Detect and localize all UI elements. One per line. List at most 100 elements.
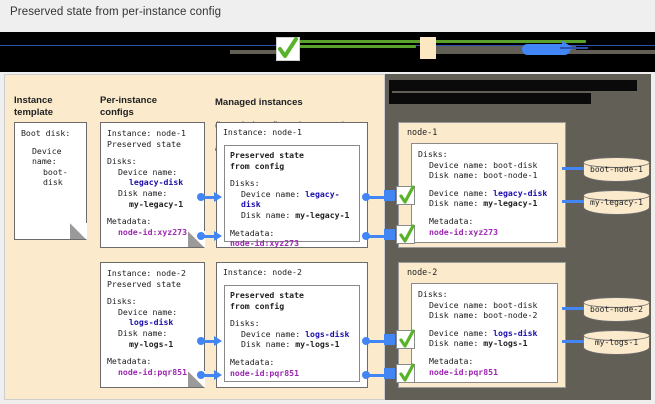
- disk-name-label: Disk name:: [241, 339, 296, 350]
- per-instance-config-body-2: Instance: node-2 Preserved state Disks: …: [101, 263, 204, 382]
- device-name-line: Device name: legacy-disk: [230, 189, 354, 210]
- boot-disk-label: Boot disk:: [21, 128, 71, 138]
- connector-arrowhead-config1-disk: [214, 192, 222, 202]
- node-name: node-1: [407, 127, 438, 137]
- cylinder-top: [583, 330, 650, 341]
- cylinder-top: [583, 157, 650, 168]
- disk-name-value: my-legacy-1: [129, 198, 184, 209]
- metadata-label: Metadata:: [230, 356, 275, 367]
- connector-line-mi1-metadata: [366, 234, 386, 238]
- page-fold-icon: [70, 223, 87, 240]
- preserved-state-line2: from config: [230, 300, 285, 311]
- boot-device-value: boot-disk: [493, 299, 538, 310]
- per-instance-config-body-1: Instance: node-1 Preserved state Disks: …: [101, 123, 204, 242]
- legend-blue-arrow-icon: [522, 44, 570, 55]
- device-name-value: logs-disk: [305, 328, 350, 339]
- spacer: [107, 289, 198, 296]
- instance-template-card: Boot disk: Device name: boot-disk: [14, 122, 87, 240]
- right-header-redaction-line-2: [389, 93, 591, 104]
- metadata-value: node-id:xyz273: [429, 226, 499, 237]
- connector-arrowhead-config1-metadata: [214, 231, 222, 241]
- legend-strip-redacted: [0, 32, 655, 72]
- legend-redaction-block-left: [0, 32, 276, 44]
- metadata-label: Metadata:: [107, 356, 152, 367]
- connector-line-node1-legacy-disk: [562, 200, 584, 203]
- disks-label: Disks:: [107, 296, 137, 307]
- green-check-icon-node1-disk: [396, 185, 415, 205]
- legend-green-line-long: [296, 40, 586, 43]
- boot-disk-line: Disk name: boot-node-2: [418, 310, 551, 321]
- boot-device-label: Device name:: [429, 299, 494, 310]
- spacer: [418, 349, 551, 356]
- preserved-device-label: Device name:: [429, 187, 494, 198]
- boot-disk-value: boot-node-2: [483, 310, 538, 321]
- managed-instance-card-1: Instance: node-1 Preserved state from co…: [216, 122, 368, 248]
- legend-redaction-block-mid: [300, 48, 420, 55]
- right-header-redaction-tick: [389, 80, 392, 104]
- disk-cylinder-boot-node-1: boot-node-1: [583, 157, 650, 183]
- preserved-state-box-2: Preserved state from config Disks: Devic…: [224, 285, 360, 382]
- node-card-2: node-2 Disks: Device name: boot-disk Dis…: [398, 262, 566, 388]
- preserved-disk-line: Disk name: my-logs-1: [418, 338, 551, 349]
- disk-name-line: Disk name: my-logs-1: [230, 339, 354, 350]
- disk-name-value: my-logs-1: [129, 338, 174, 349]
- metadata-value: node-id:xyz273: [230, 238, 300, 249]
- device-name-label: Device name:: [118, 306, 178, 317]
- disk-name-value: my-legacy-1: [295, 209, 350, 220]
- preserved-state-label: Preserved state: [107, 138, 181, 149]
- connector-square-mi2-metadata: [384, 368, 395, 379]
- device-name-value: boot-disk: [43, 166, 68, 188]
- node-name: node-2: [407, 267, 438, 277]
- connector-line-node2-logs-disk: [562, 340, 584, 343]
- disk-label: boot-node-2: [590, 305, 643, 314]
- disks-label: Disks:: [107, 156, 137, 167]
- metadata-label: Metadata:: [230, 227, 275, 238]
- connector-line-config2-metadata: [201, 373, 216, 377]
- cylinder-top: [583, 190, 650, 201]
- device-name-value: legacy-disk: [129, 177, 184, 188]
- column-heading-instance-template: Instance template: [14, 95, 54, 118]
- preserved-state-line1: Preserved state: [230, 150, 304, 160]
- boot-device-label: Device name:: [429, 159, 494, 170]
- metadata-value: node-id:pqr851: [230, 367, 300, 378]
- metadata-value: node-id:pqr851: [429, 366, 499, 377]
- preserved-state-label: Preserved state: [107, 278, 181, 289]
- managed-instances-line1: Managed instances: [215, 96, 303, 108]
- disk-cylinder-my-legacy-1: my-legacy-1: [583, 190, 650, 216]
- boot-device-line: Device name: boot-disk: [418, 300, 551, 311]
- preserved-device-line: Device name: legacy-disk: [418, 188, 551, 199]
- spacer: [418, 181, 551, 188]
- device-name-label: Device name:: [241, 188, 306, 199]
- spacer: [107, 209, 198, 216]
- boot-device-line: Device name: boot-disk: [418, 160, 551, 171]
- spacer: [230, 350, 354, 357]
- disk-name-label: Disk name:: [241, 209, 296, 220]
- legend-tan-box-icon: [420, 37, 436, 59]
- preserved-state-line1: Preserved state: [230, 290, 304, 300]
- legend-redaction-block: [0, 54, 655, 72]
- check-glyph: [399, 363, 415, 382]
- legend-green-line-short: [296, 45, 416, 48]
- disk-cylinder-my-logs-1: my-logs-1: [583, 330, 650, 356]
- boot-disk-value: boot-node-1: [483, 170, 538, 181]
- instance-name: Instance: node-2: [223, 267, 302, 277]
- connector-line-node2-boot-disk: [562, 307, 584, 310]
- check-glyph: [399, 224, 415, 243]
- spacer: [107, 149, 198, 156]
- disks-label: Disks:: [230, 178, 260, 189]
- disks-label: Disks:: [418, 289, 448, 299]
- managed-instance-card-2: Instance: node-2 Preserved state from co…: [216, 262, 368, 388]
- legend-blue-tail-icon: [560, 47, 588, 49]
- green-check-icon-node1-metadata: [396, 224, 415, 244]
- instance-name: Instance: node-1: [223, 127, 302, 137]
- preserved-disk-line: Disk name: my-legacy-1: [418, 198, 551, 209]
- disk-cylinder-boot-node-2: boot-node-2: [583, 297, 650, 323]
- spacer: [21, 139, 80, 146]
- preserved-state-box-1: Preserved state from config Disks: Devic…: [224, 145, 360, 248]
- spacer: [230, 221, 354, 228]
- node-disks-box-2: Disks: Device name: boot-disk Disk name:…: [411, 283, 558, 383]
- device-name-value: legacy-disk: [241, 188, 340, 210]
- page-title: Preserved state from per-instance config: [10, 6, 222, 18]
- instance-template-body: Boot disk: Device name: boot-disk: [15, 123, 86, 193]
- instance-name: Instance: node-2: [107, 268, 186, 278]
